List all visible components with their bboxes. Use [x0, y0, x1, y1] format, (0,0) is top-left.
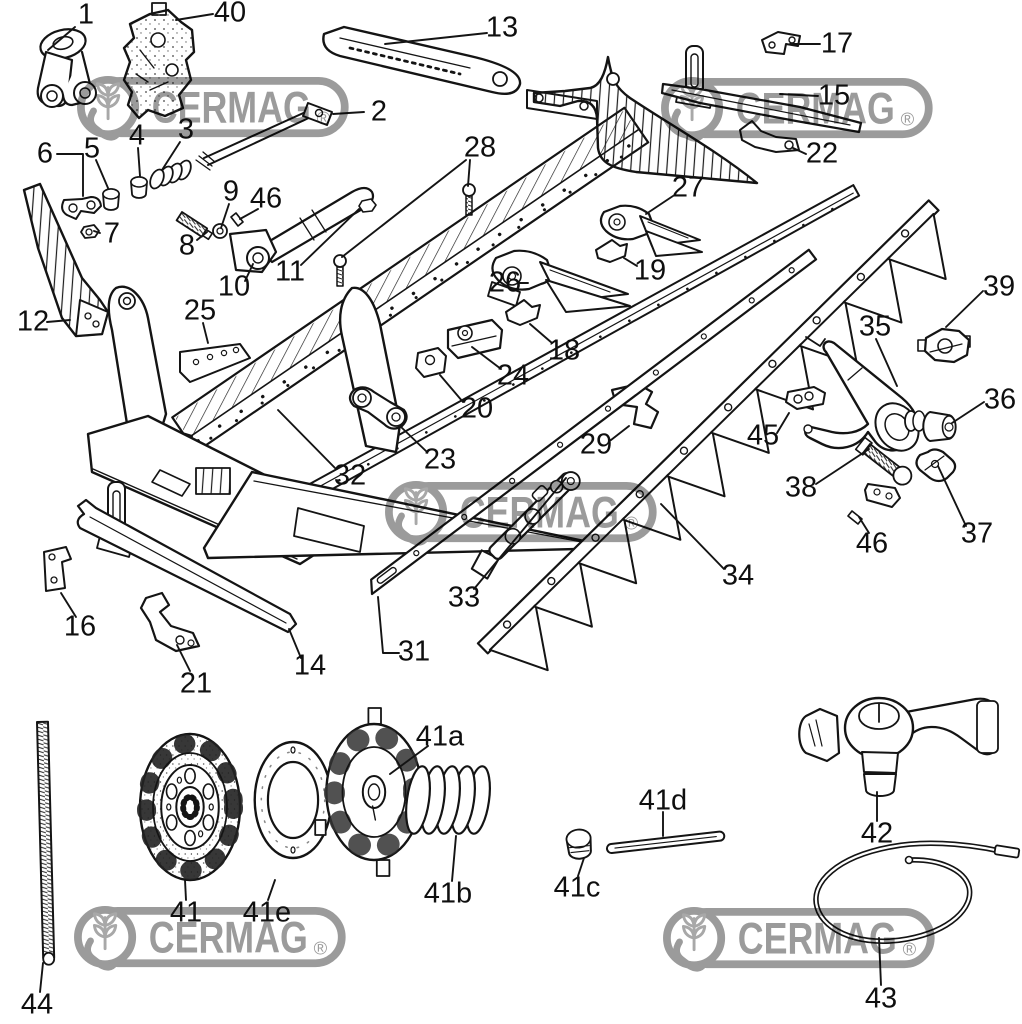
bolts-28: [333, 183, 476, 287]
tension-rod-44: [36, 720, 56, 966]
leader-lines: [39, 13, 985, 993]
cermag-watermark: CERMAG ®: [77, 76, 349, 141]
cermag-watermark: CERMAG ®: [663, 907, 935, 972]
fitting-45: [785, 386, 826, 410]
guard-arm-13: [322, 25, 522, 95]
svg-text:®: ®: [901, 109, 915, 130]
rod-41d: [605, 830, 726, 854]
crop-divider-board: [526, 55, 759, 185]
lever-assembly-42: [798, 696, 999, 797]
knife-head-26: [487, 249, 631, 313]
cermag-watermark: CERMAG ®: [74, 906, 346, 971]
holder-plate-38b: [864, 483, 901, 508]
bracket-16: [43, 546, 72, 592]
cermag-watermark: CERMAG ®: [661, 77, 933, 142]
bushing-5: [102, 188, 120, 211]
outer-shoe-12: [22, 182, 110, 338]
svg-text:®: ®: [314, 938, 328, 959]
cutter-bar-rail: [171, 106, 861, 543]
wear-bar-31: [370, 248, 818, 596]
wheat-icon: [95, 82, 121, 121]
svg-text:CERMAG: CERMAG: [736, 85, 895, 134]
bracket-17: [761, 31, 801, 55]
pivot-arm-10-11: [228, 186, 377, 274]
watermark-text: CERMAG: [152, 84, 311, 133]
pin-46-top: [230, 212, 244, 227]
clevis-6: [61, 196, 102, 220]
clip-18: [505, 299, 541, 326]
cable-43: [813, 840, 1021, 944]
bearing-housing-39: [917, 327, 971, 364]
swath-stick-14: [76, 481, 298, 634]
svg-text:®: ®: [903, 939, 917, 960]
knife-head-27: [599, 204, 703, 257]
svg-text:CERMAG: CERMAG: [460, 489, 619, 538]
cap-nut-41c: [565, 828, 592, 860]
pin-38: [854, 436, 913, 486]
bracket-21: [139, 591, 201, 653]
clutch-ring-41e: [255, 742, 332, 858]
bushing-4: [130, 176, 148, 199]
clutch-disc-41: [140, 734, 240, 880]
bushing-set-36: [904, 410, 957, 442]
pressure-plate-41a: [315, 708, 421, 876]
washer-9: [212, 223, 228, 239]
svg-text:CERMAG: CERMAG: [149, 914, 308, 963]
stud-8: [175, 211, 214, 241]
plate-25: [179, 343, 251, 383]
svg-text:®: ®: [625, 513, 639, 534]
link-23: [348, 386, 408, 430]
clamp-37: [915, 448, 957, 483]
cermag-watermark: CERMAG ®: [385, 481, 657, 546]
wrench-icon: [87, 107, 122, 141]
svg-text:CERMAG: CERMAG: [738, 915, 897, 964]
clip-19: [595, 239, 628, 263]
registered-mark: ®: [317, 108, 331, 129]
block-20: [415, 347, 447, 378]
watermark-layer: CERMAG ® CERMAG ® CERMAG ® CERMAG ®: [74, 76, 935, 972]
wear-plate-24: [446, 318, 504, 360]
spring-3: [149, 159, 192, 190]
spring-41b: [405, 765, 491, 835]
nut-7: [80, 224, 100, 239]
